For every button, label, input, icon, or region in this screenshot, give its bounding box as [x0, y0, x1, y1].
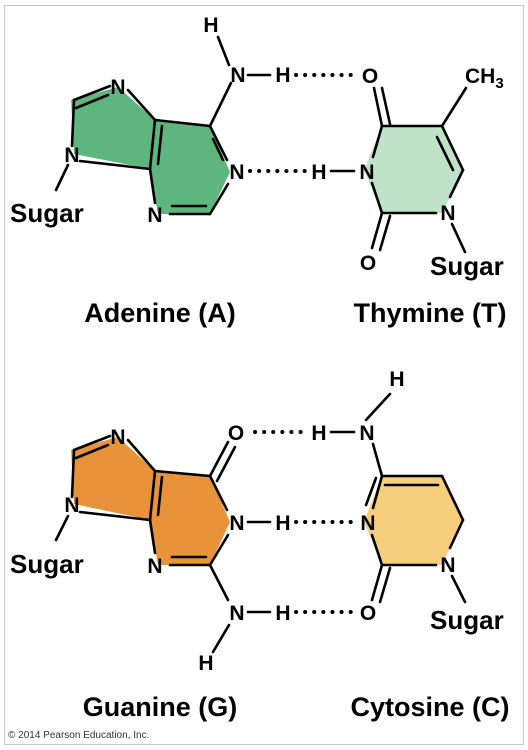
atom-h: H	[275, 64, 290, 87]
atom-n: N	[229, 602, 244, 625]
adenine-molecule: N N N N N H H Sugar	[10, 14, 354, 228]
atom-h: H	[311, 161, 326, 184]
guanine-molecule: N N N N O H N H H Sugar	[10, 422, 354, 675]
sugar-label: Sugar	[430, 251, 504, 281]
atom-n: N	[360, 512, 375, 535]
atom-o: O	[360, 252, 376, 275]
atom-n: N	[230, 64, 245, 87]
sugar-label: Sugar	[10, 198, 84, 228]
atom-n: N	[110, 426, 125, 449]
atom-h: H	[203, 14, 218, 37]
atom-h: H	[275, 602, 290, 625]
guanine-name: Guanine (G)	[83, 692, 238, 722]
adenine-ring	[71, 87, 155, 169]
thymine-ring	[364, 126, 463, 213]
copyright-notice: © 2014 Pearson Education, Inc.	[8, 730, 149, 741]
atom-h: H	[275, 512, 290, 535]
atom-n: N	[440, 202, 455, 225]
atom-n: N	[147, 555, 162, 578]
atom-h: H	[198, 652, 213, 675]
atom-n: N	[359, 161, 374, 184]
adenine-ring	[150, 120, 230, 214]
atom-n: N	[440, 554, 455, 577]
atom-n: N	[110, 76, 125, 99]
atom-n: N	[359, 422, 374, 445]
atom-n: N	[64, 494, 79, 517]
guanine-ring	[150, 471, 230, 565]
atom-o: O	[362, 65, 378, 88]
atom-n: N	[229, 512, 244, 535]
atom-n: N	[64, 144, 79, 167]
adenine-name: Adenine (A)	[84, 298, 236, 328]
figure-frame	[4, 5, 524, 745]
cytosine-molecule: H H N N N O Sugar	[311, 368, 503, 635]
cytosine-name: Cytosine (C)	[350, 692, 509, 722]
sugar-label: Sugar	[10, 549, 84, 579]
atom-o: O	[228, 422, 244, 445]
cytosine-ring	[364, 476, 463, 565]
atom-o: O	[360, 602, 376, 625]
methyl-group: CH3	[465, 65, 504, 92]
atom-n: N	[229, 161, 244, 184]
guanine-ring	[71, 437, 155, 520]
atom-n: N	[147, 204, 162, 227]
thymine-molecule: O H N N O CH3 Sugar	[311, 65, 503, 281]
sugar-label: Sugar	[430, 605, 504, 635]
atom-h: H	[389, 368, 404, 391]
thymine-name: Thymine (T)	[354, 298, 507, 328]
atom-h: H	[311, 422, 326, 445]
